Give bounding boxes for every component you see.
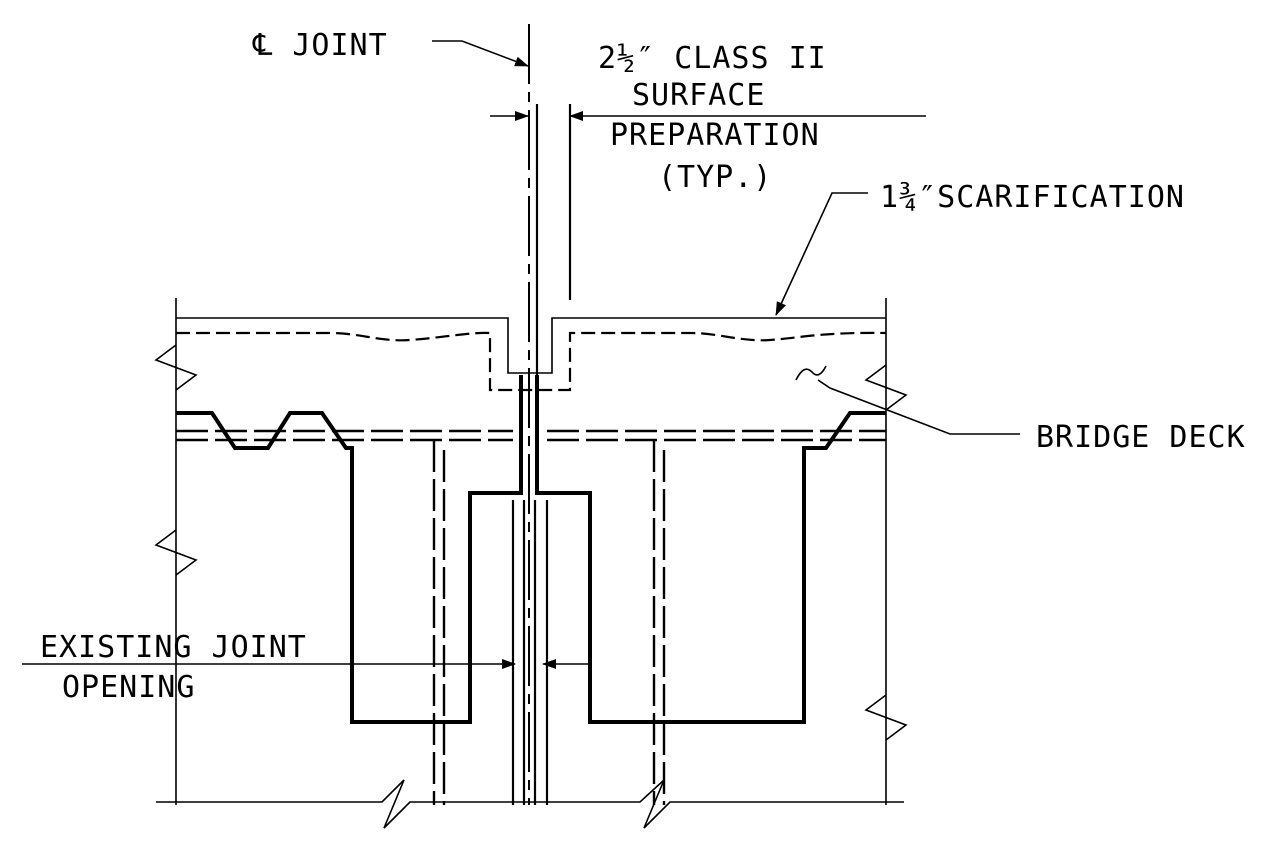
scarification-label: 1¾″SCARIFICATION xyxy=(880,180,1185,215)
bridge-deck-label: BRIDGE DECK xyxy=(1036,420,1246,455)
class-ii-label-line4: (TYP.) xyxy=(658,160,772,195)
joint-centerline xyxy=(528,24,572,805)
class-ii-label-line2: SURFACE xyxy=(632,78,765,113)
bridge-deck-slab xyxy=(154,298,908,805)
class-ii-label-line3: PREPARATION xyxy=(610,118,820,153)
existing-joint-label-line2: OPENING xyxy=(62,670,195,705)
existing-joint-assembly xyxy=(176,375,886,805)
bottom-break-line xyxy=(156,779,904,829)
leader-lines xyxy=(22,40,1020,669)
class-ii-label-line1: 2½″ CLASS II xyxy=(598,41,827,76)
existing-joint-label-line1: EXISTING JOINT xyxy=(40,630,307,665)
cl-joint-label: ℄ JOINT xyxy=(252,28,388,63)
